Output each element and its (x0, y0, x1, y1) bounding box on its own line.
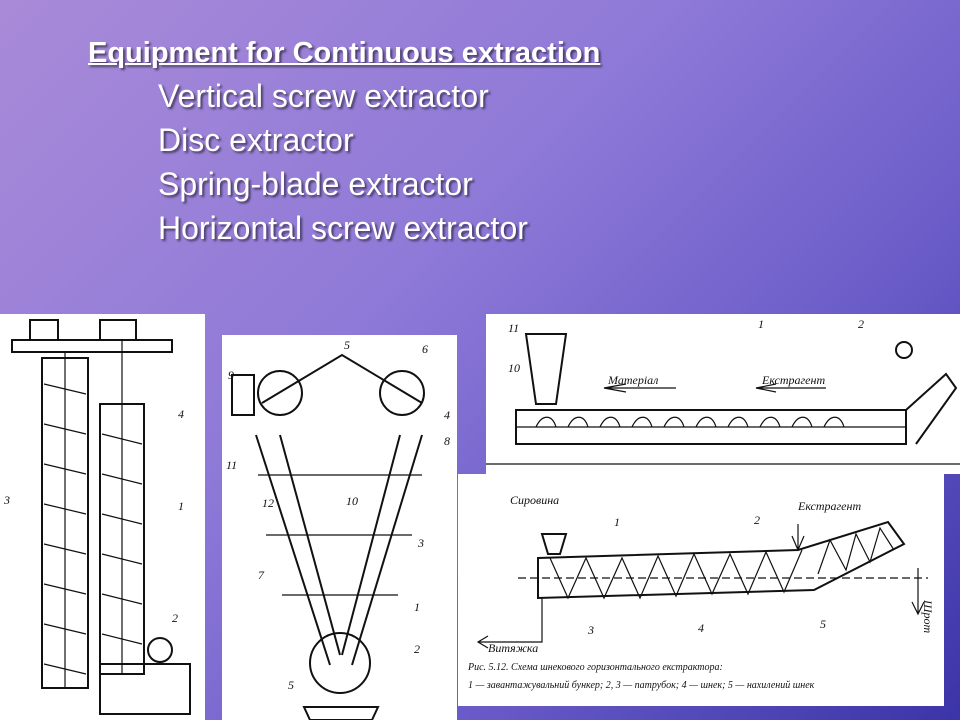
draw-off-label: Витяжка (488, 641, 538, 655)
upper-sprocket-right (379, 370, 425, 416)
extractor-item: Vertical screw extractor (158, 78, 489, 114)
part-label: 5 (820, 617, 826, 631)
meal-outlet (911, 568, 925, 616)
base-motor (99, 663, 191, 715)
part-label: 2 (172, 611, 178, 625)
part-label: 1 (414, 600, 420, 614)
inclined-screw (817, 526, 895, 575)
extractant-arrow (755, 383, 826, 393)
screw-flights-left (43, 383, 87, 675)
part-label: 1 (614, 515, 620, 529)
base-support (302, 706, 380, 720)
raw-material-label: Сировина (510, 493, 559, 507)
figure-caption-legend: 1 — завантажувальний бункер; 2, 3 — патр… (468, 680, 815, 691)
extractant-inlet (791, 524, 805, 552)
part-label: 1 (178, 499, 184, 513)
disc-extractor-figure: 5 6 9 4 8 11 12 10 3 7 1 2 5 (222, 335, 457, 720)
part-label: 2 (858, 317, 864, 331)
cross-bars (258, 474, 422, 596)
figure-caption: Рис. 5.12. Схема шнекового горизонтально… (467, 662, 723, 673)
top-chain (261, 353, 423, 404)
feed-hopper (524, 333, 568, 405)
part-label: 3 (3, 493, 10, 507)
screw-flights-right (101, 433, 143, 645)
draw-off-outlet (476, 598, 543, 649)
part-label: 4 (698, 621, 704, 635)
part-label: 4 (178, 407, 184, 421)
bottom-sprocket (309, 632, 371, 694)
spring-blades (535, 416, 845, 428)
v-trough-walls (255, 434, 423, 666)
upper-sprocket-left (257, 370, 303, 416)
part-label: 10 (508, 361, 520, 375)
loading-hopper (540, 533, 568, 555)
part-label: 11 (508, 321, 519, 335)
incline-discharge (905, 372, 958, 445)
vertical-screw-extractor-figure: 3 1 2 4 (0, 314, 205, 720)
extractor-item: Horizontal screw extractor (158, 210, 528, 246)
material-label: Матеріал (607, 373, 658, 387)
extractor-item: Spring-blade extractor (158, 166, 473, 202)
part-label: 7 (258, 568, 265, 582)
part-label: 1 (758, 317, 764, 331)
slide-title-block: Equipment for Continuous extraction Vert… (88, 34, 600, 250)
spring-blade-extractor-figure: 11 10 1 2 Матеріал Екстрагент (486, 314, 960, 474)
extractant-label: Екстрагент (797, 499, 861, 513)
part-label: 2 (414, 642, 420, 656)
feed-hopper (231, 374, 255, 416)
extractant-label: Екстрагент (761, 373, 825, 387)
part-label: 3 (587, 623, 594, 637)
part-label: 4 (444, 408, 450, 422)
horizontal-screw-extractor-figure: Сировина Екстрагент Витяжка Шрот 1 2 3 4… (458, 474, 944, 706)
part-label: 11 (226, 458, 237, 472)
drive-box-right (99, 319, 137, 341)
horizontal-screw (549, 549, 803, 600)
slide-heading: Equipment for Continuous extraction (88, 37, 601, 69)
top-frame (11, 339, 173, 353)
part-label: 5 (344, 338, 350, 352)
part-label: 3 (417, 536, 424, 550)
motor-wheel (147, 637, 173, 663)
meal-label: Шрот (921, 599, 935, 634)
part-label: 6 (422, 342, 428, 356)
part-label: 10 (346, 494, 358, 508)
extractor-item: Disc extractor (158, 122, 354, 158)
drive-box-left (29, 319, 59, 341)
part-label: 2 (754, 513, 760, 527)
part-label: 9 (228, 368, 234, 382)
part-label: 8 (444, 434, 450, 448)
drive-pulley (895, 341, 913, 359)
part-label: 12 (262, 496, 274, 510)
part-label: 5 (288, 678, 294, 692)
material-arrow (603, 383, 676, 393)
extractor-list: Vertical screw extractor Disc extractor … (88, 74, 600, 250)
